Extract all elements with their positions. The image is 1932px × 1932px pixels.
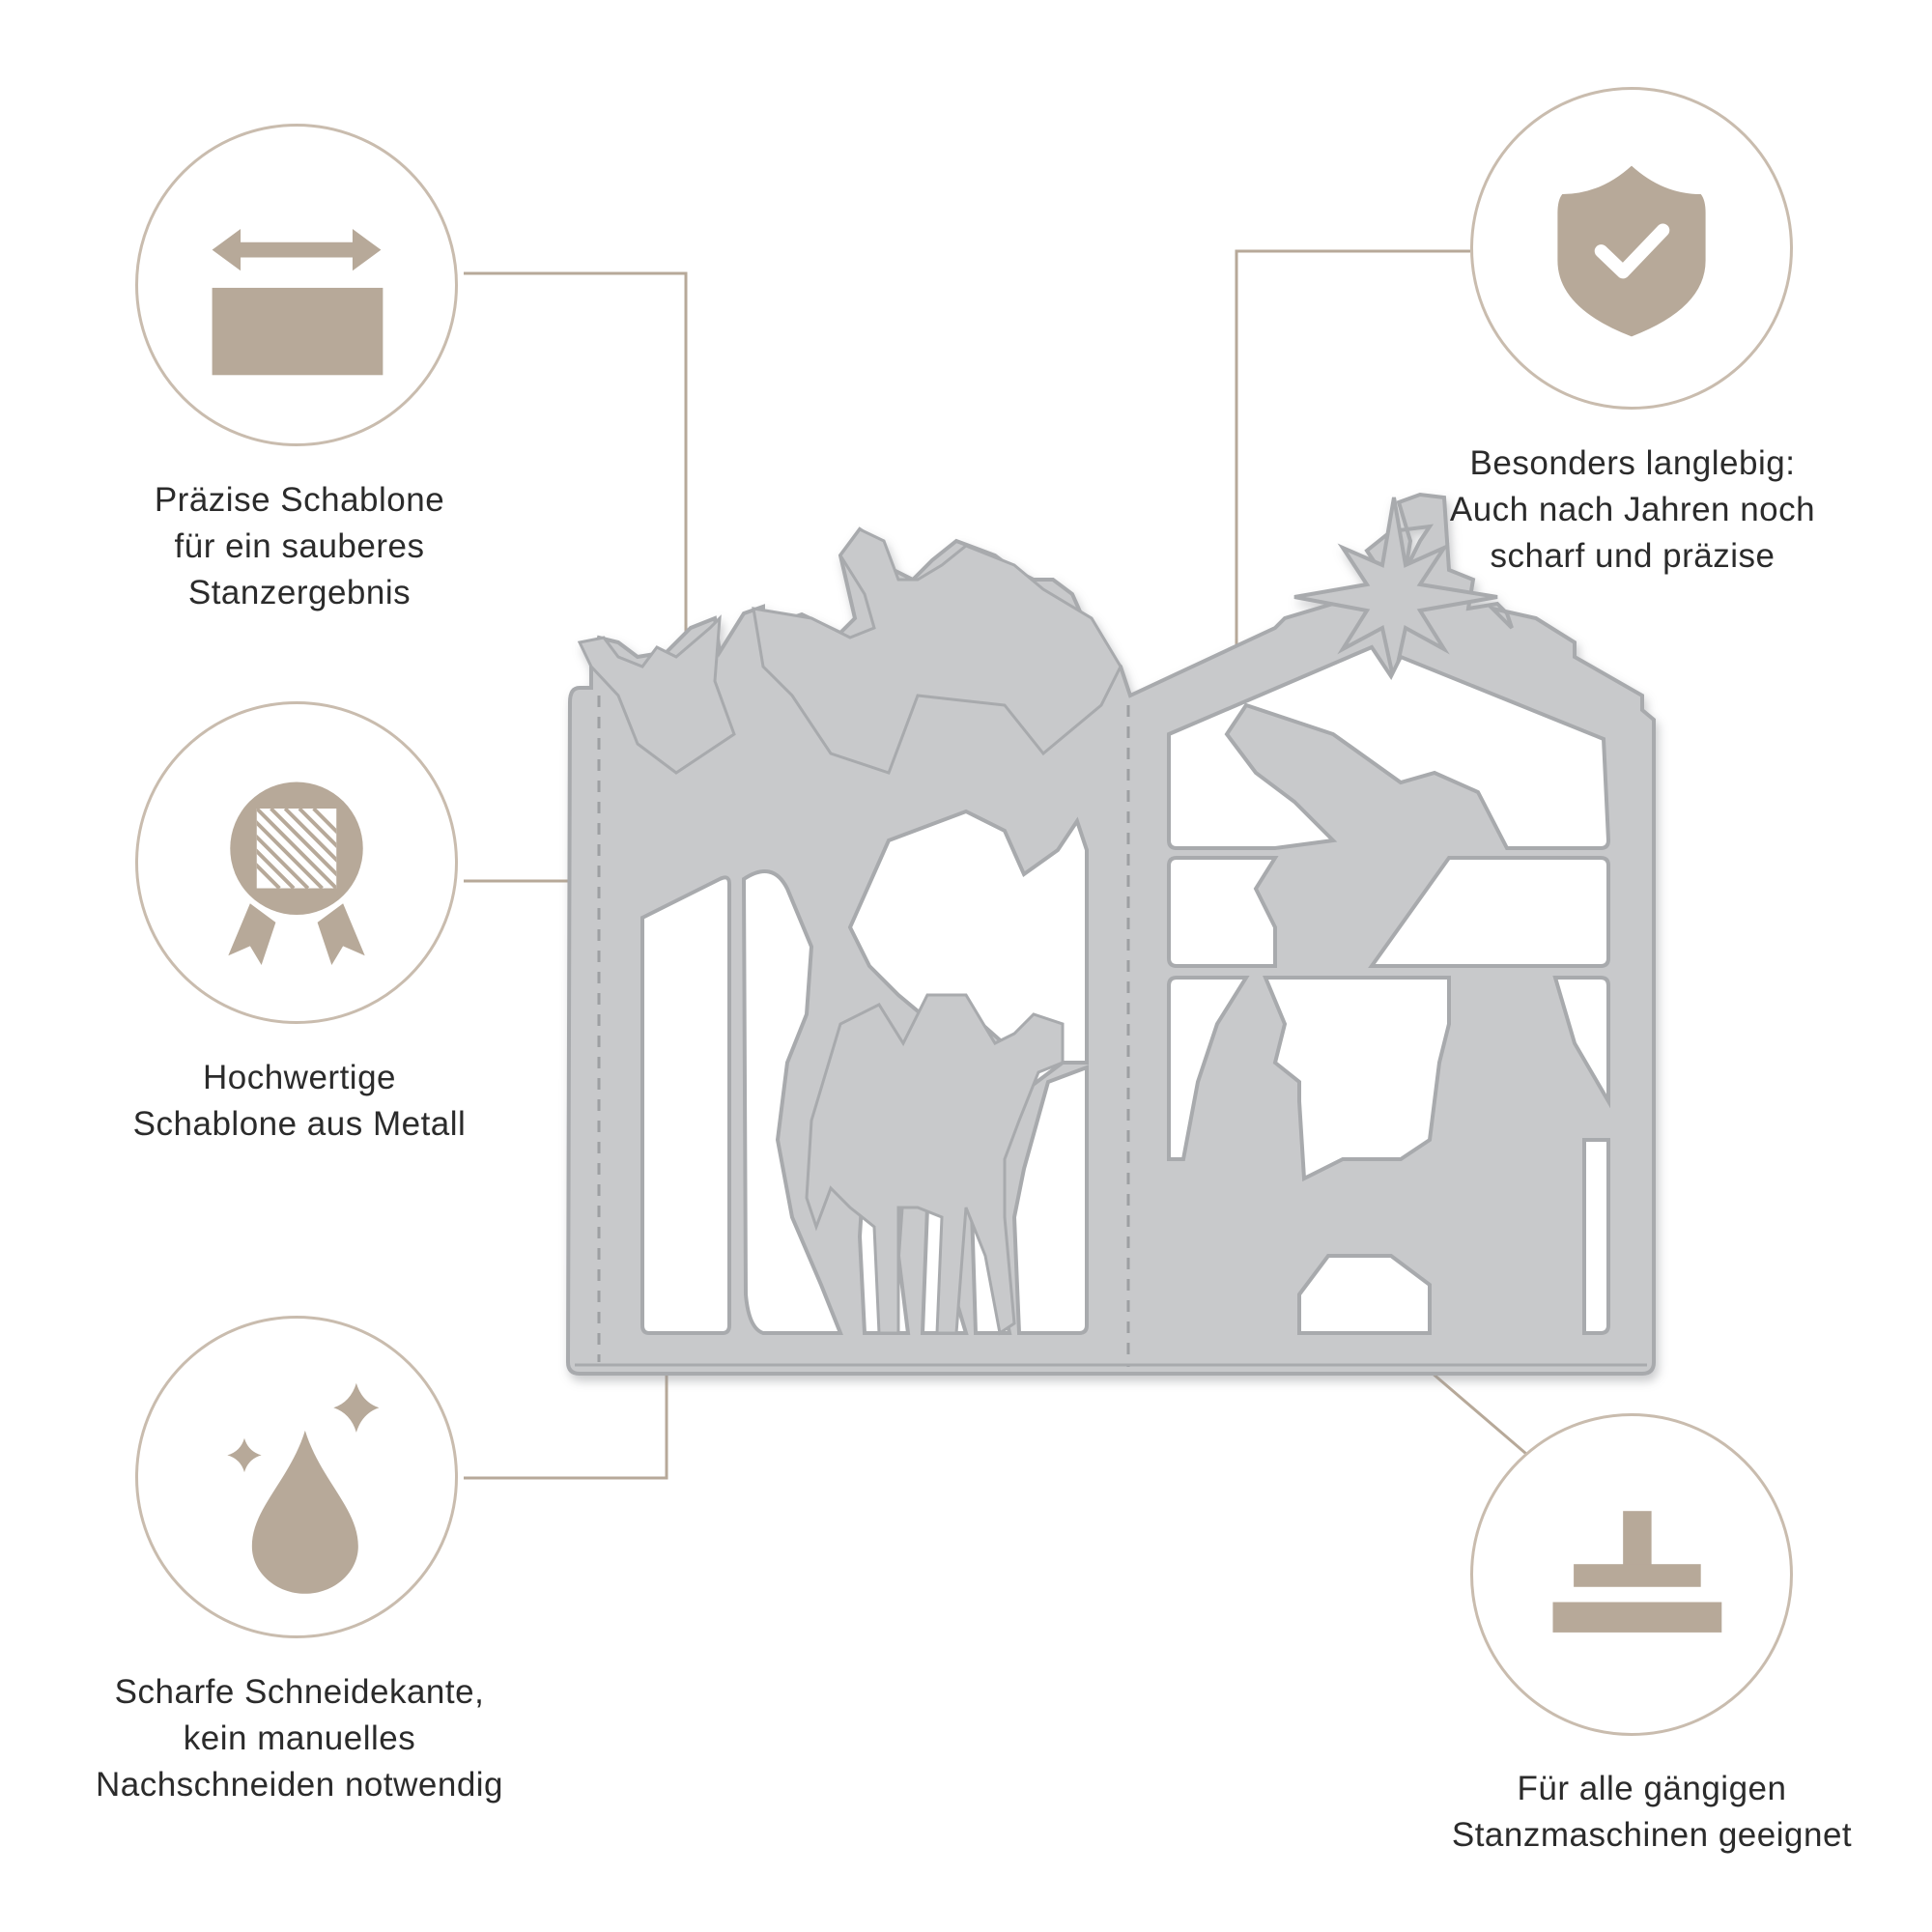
- die-window-left-4: [1011, 1065, 1089, 1335]
- die-palm-left: [577, 614, 736, 775]
- connector-durable: [1235, 249, 1470, 662]
- die-window-right-top: [1167, 644, 1611, 850]
- connector-precise: [464, 271, 688, 652]
- press-stamp-icon: [1552, 1511, 1722, 1633]
- die-window-right-mid-right: [1368, 856, 1610, 968]
- caption-line: Schablone aus Metall: [132, 1105, 467, 1143]
- caption-line: scharf und präzise: [1490, 537, 1776, 575]
- die-palm-right: [752, 527, 1122, 775]
- die-window-right-bottom-right: [1582, 1138, 1610, 1335]
- caption-machines: Für alle gängigen Stanzmaschinen geeigne…: [1381, 1766, 1922, 1859]
- die-window-left-2: [741, 869, 843, 1335]
- shield-check-icon: [1557, 165, 1706, 337]
- caption-line: Für alle gängigen: [1517, 1770, 1787, 1807]
- feature-precise-circle: [135, 124, 458, 446]
- connector-sharp: [464, 1357, 668, 1480]
- die-camel: [805, 993, 1065, 1336]
- connector-machines: [1424, 1365, 1527, 1456]
- caption-line: kein manuelles: [183, 1719, 416, 1757]
- die-window-left-1: [640, 875, 731, 1335]
- die-window-right-low-right: [1552, 976, 1610, 1109]
- feature-quality-circle: [135, 701, 458, 1024]
- feature-durable-circle: [1470, 87, 1793, 410]
- die-window-right-low-left: [1167, 976, 1250, 1161]
- caption-quality: Hochwertige Schablone aus Metall: [29, 1055, 570, 1148]
- width-arrow-block-icon: [212, 229, 384, 376]
- die-window-right-center: [1263, 976, 1451, 1182]
- feature-sharp-circle: [135, 1316, 458, 1638]
- caption-line: Scharfe Schneidekante,: [114, 1673, 485, 1711]
- caption-line: Besonders langlebig:: [1469, 444, 1796, 482]
- drop-sparkle-icon: [227, 1382, 380, 1594]
- caption-line: Nachschneiden notwendig: [95, 1766, 504, 1804]
- caption-durable: Besonders langlebig: Auch nach Jahren no…: [1362, 440, 1903, 580]
- caption-line: für ein sauberes: [174, 527, 425, 565]
- die-window-right-mid-left: [1167, 856, 1279, 968]
- caption-line: Auch nach Jahren noch: [1449, 491, 1816, 528]
- caption-line: Stanzmaschinen geeignet: [1451, 1816, 1853, 1854]
- feature-machines-circle: [1470, 1413, 1793, 1736]
- caption-line: Präzise Schablone: [154, 481, 445, 519]
- caption-sharp: Scharfe Schneidekante, kein manuelles Na…: [29, 1669, 570, 1808]
- caption-line: Hochwertige: [202, 1059, 397, 1096]
- caption-precise: Präzise Schablone für ein sauberes Stanz…: [29, 477, 570, 616]
- award-badge-icon: [228, 781, 365, 966]
- die-window-right-bottom-center: [1297, 1254, 1432, 1335]
- caption-line: Stanzergebnis: [187, 574, 412, 611]
